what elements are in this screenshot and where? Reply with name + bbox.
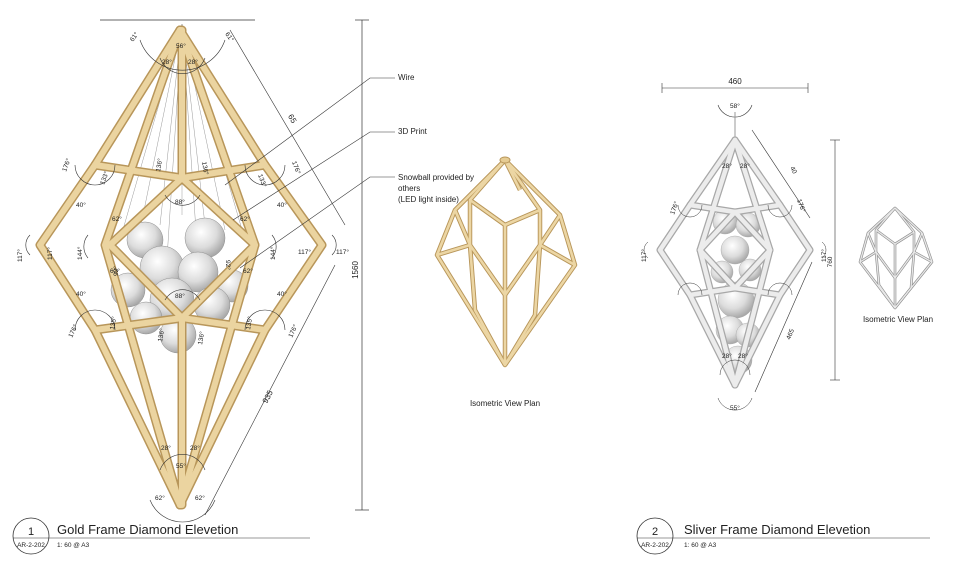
gold-snowballs	[110, 217, 249, 354]
gold-angle-top-half-r: 28°	[188, 58, 198, 66]
silver-upper-diag-label: 40	[788, 166, 798, 176]
gold-angle-mid-l-a: 40°	[76, 201, 86, 209]
gold-angle-side-l: 117°	[16, 249, 24, 262]
silver-angle-top-apex: 58°	[730, 102, 740, 110]
silver-lower-diag-label: 465	[785, 328, 796, 341]
gold-angle-inner-l: 92°	[112, 266, 120, 276]
gold-angle-inner-bot: 88°	[175, 292, 185, 300]
gold-angle-inner-r: 92°	[224, 260, 232, 270]
gold-elevation: 1560 65 935 56° 61° 61° 28° 28° 176° 133…	[16, 19, 369, 523]
gold-diag-dims	[204, 29, 346, 516]
gold-angle-wire-l: 136°	[154, 157, 164, 172]
gold-height-label: 1560	[351, 261, 360, 279]
gold-title-block: 1 AR-2-202 Gold Frame Diamond Elevetion …	[12, 517, 310, 555]
gold-iso-label: Isometric View Plan	[470, 399, 540, 408]
print3d-callout: 3D Print	[398, 127, 428, 136]
gold-angle-shoulder-r-b: 133°	[256, 173, 268, 189]
silver-scale: 1: 60 @ A3	[684, 542, 717, 549]
gold-angle-waist-l-a: 144°	[76, 246, 84, 260]
silver-angle-side-l: 117°	[640, 249, 648, 262]
silver-angle-side-r: 117°	[820, 249, 828, 262]
silver-sheet-ref: AR-2-202	[641, 542, 669, 549]
gold-angle-inner-top: 88°	[175, 198, 185, 206]
silver-view-number: 2	[652, 526, 658, 538]
gold-angle-shoulder-l-a: 176°	[60, 157, 72, 173]
gold-angle-top-half-l: 28°	[162, 58, 172, 66]
gold-angle-top-right-outer: 61°	[223, 31, 235, 44]
gold-angle-shoulder-r-a: 176°	[290, 160, 302, 176]
gold-angle-low-mid-l: 136°	[156, 327, 166, 342]
gold-angle-top-apex: 56°	[176, 42, 186, 50]
gold-view-bubble	[12, 517, 50, 555]
gold-angle-bot-out-r: 62°	[195, 494, 205, 502]
callouts: Wire 3D Print Snowball provided by other…	[224, 73, 474, 269]
gold-sheet-ref: AR-2-202	[17, 542, 45, 549]
gold-angle-low-l-c: 135°	[108, 315, 118, 330]
gold-angle-wire-r: 136°	[200, 161, 210, 176]
silver-elevation: 460 58°	[640, 77, 840, 412]
gold-angle-bot-out-l: 62°	[155, 494, 165, 502]
silver-angle-bot-half-r: 28°	[738, 352, 748, 360]
silver-angle-bot-apex: 55°	[730, 404, 740, 412]
gold-angle-inner-l2: 62°	[110, 267, 120, 275]
wire-leader	[224, 77, 395, 186]
silver-angle-top-half-r: 28°	[740, 162, 750, 170]
silver-width-label: 460	[728, 77, 742, 86]
gold-angle-shoulder-l-b: 133°	[98, 170, 110, 186]
wire-callout: Wire	[398, 73, 415, 82]
gold-angle-low-l-a: 40°	[76, 290, 86, 298]
print3d-leader	[232, 131, 395, 221]
gold-angle-inner-r2: 62°	[243, 267, 253, 275]
gold-view-number: 1	[28, 526, 34, 538]
snowball-callout-3: (LED light inside)	[398, 195, 459, 204]
gold-title: Gold Frame Diamond Elevetion	[57, 522, 238, 537]
silver-view-bubble	[636, 517, 674, 555]
gold-angle-bot-half-r: 28°	[190, 444, 200, 452]
silver-angle-top-half-l: 28°	[722, 162, 732, 170]
silver-title-block: 2 AR-2-202 Sliver Frame Diamond Elevetio…	[636, 517, 930, 555]
gold-angle-top-left-outer: 61°	[128, 30, 140, 43]
gold-angle-mid-r-b: 40°	[277, 201, 287, 209]
gold-angle-mid-r-a: 62°	[240, 215, 250, 223]
gold-angle-waist-r-a: 144°	[269, 246, 277, 260]
snowball-callout-2: others	[398, 184, 420, 193]
gold-angle-low-r-b: 135°	[244, 315, 254, 330]
gold-upper-diag-label: 65	[286, 113, 299, 126]
snowball-callout-1: Snowball provided by	[398, 173, 474, 182]
gold-height-dim	[355, 19, 369, 511]
snowball-leader	[239, 176, 395, 269]
gold-angle-low-mid-r: 136°	[196, 330, 206, 345]
silver-angle-bot-half-l: 28°	[722, 352, 732, 360]
gold-scale: 1: 60 @ A3	[57, 542, 90, 549]
gold-lower-diag-label: 935	[261, 388, 275, 404]
gold-angle-low-l-b: 176°	[67, 323, 80, 339]
silver-title: Sliver Frame Diamond Elevetion	[684, 522, 870, 537]
silver-angle-sh-l: 176°	[668, 200, 680, 216]
gold-isometric	[434, 156, 578, 368]
gold-angle-waist-r-c: 117°	[298, 248, 311, 256]
gold-angle-arcs	[25, 39, 337, 523]
silver-isometric	[858, 206, 934, 310]
gold-angle-bot-apex: 55°	[176, 462, 186, 470]
gold-angle-low-r-a: 40°	[277, 290, 287, 298]
gold-angle-side-r: 117°	[336, 248, 349, 256]
silver-iso-label: Isometric View Plan	[863, 315, 933, 324]
silver-height-label: 760	[827, 256, 834, 267]
gold-angle-bot-half-l: 28°	[161, 444, 171, 452]
gold-angle-mid-l-b: 62°	[112, 215, 122, 223]
gold-frame	[35, 25, 327, 510]
gold-angle-waist-l-c: 117°	[46, 247, 54, 260]
